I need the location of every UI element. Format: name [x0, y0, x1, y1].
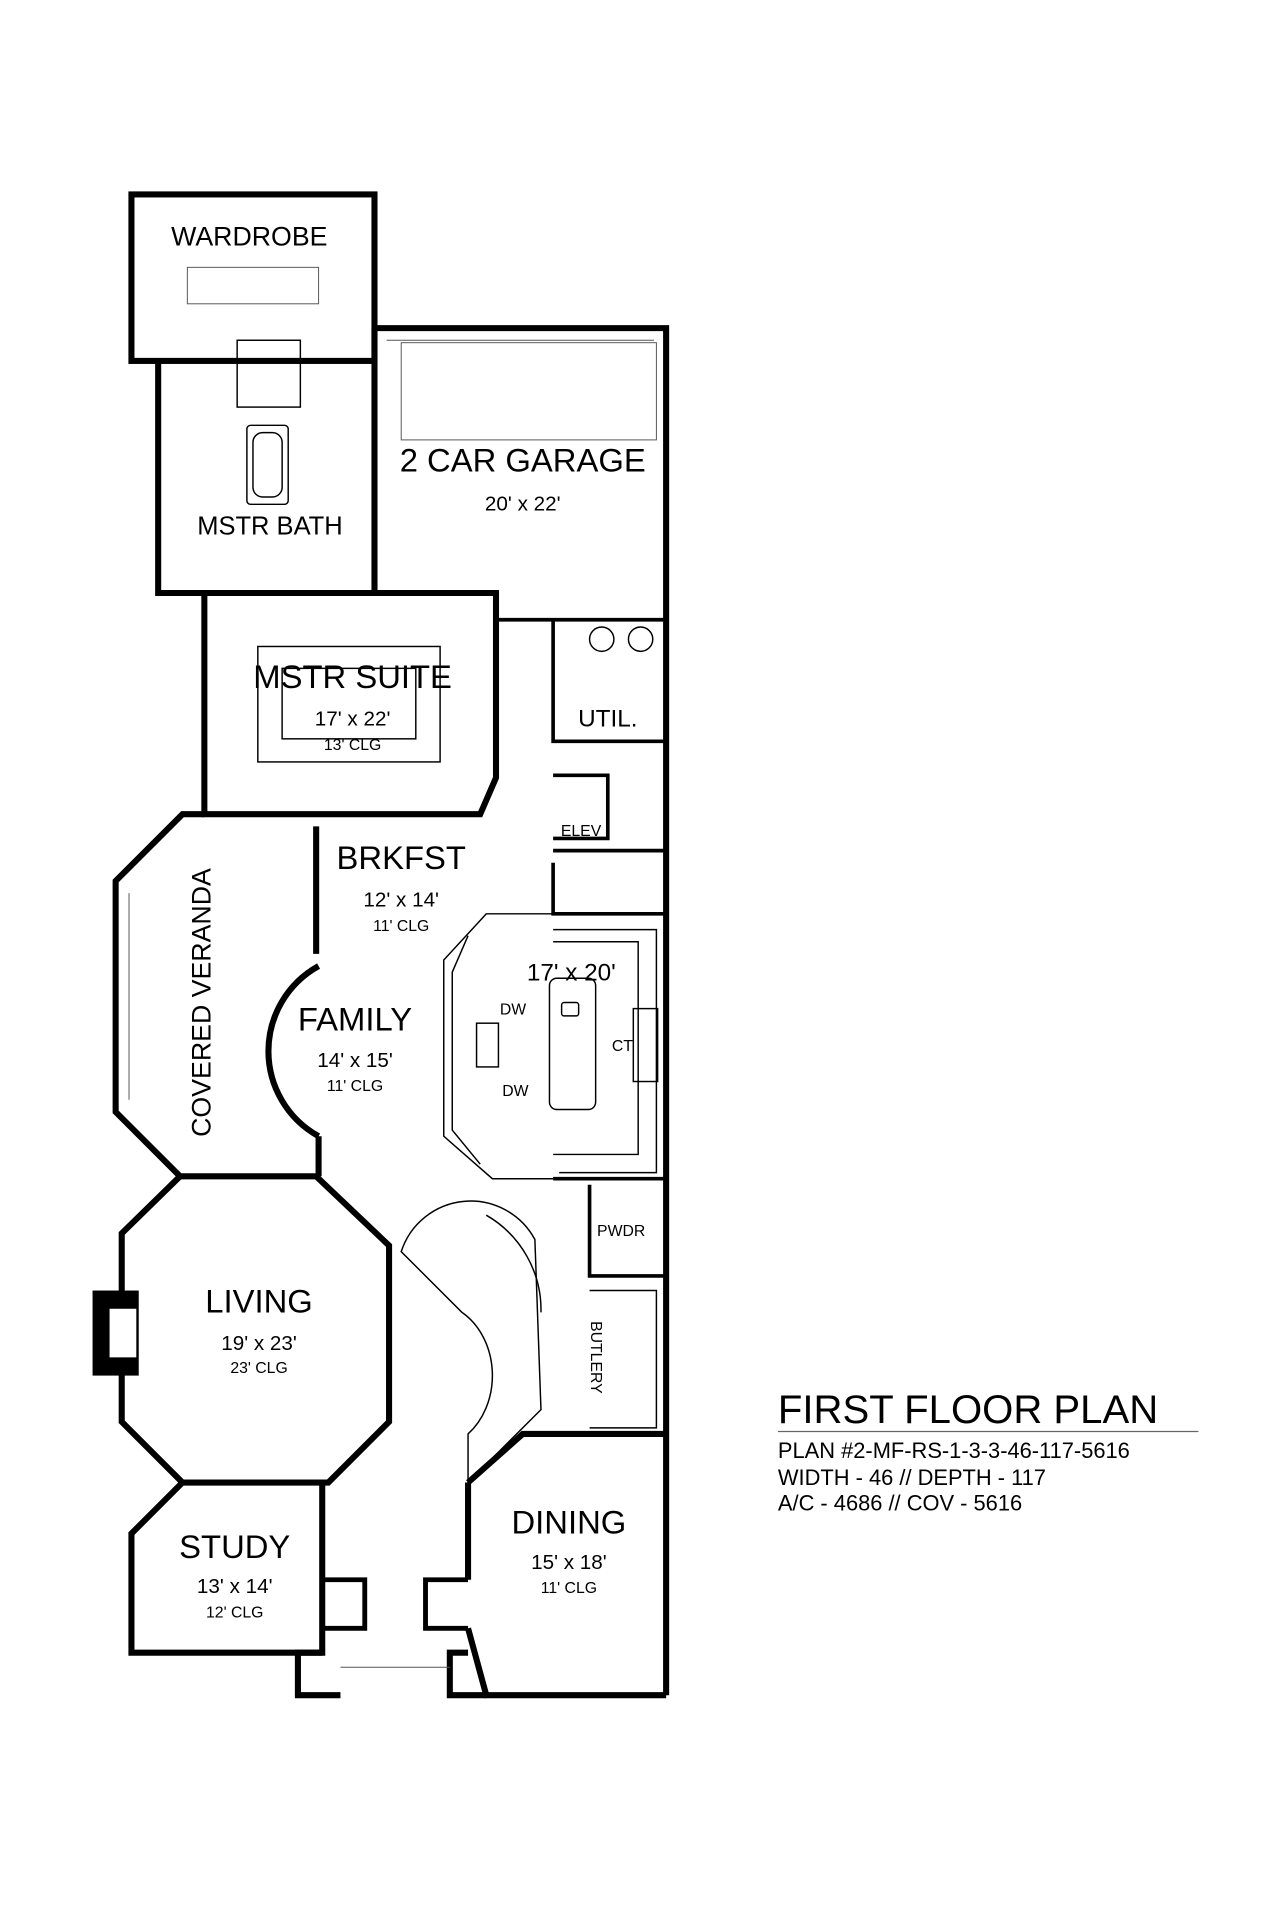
butlery-label: BUTLERY: [587, 1321, 604, 1394]
walls: [92, 191, 670, 1699]
brkfst-clg: 11' CLG: [373, 918, 429, 935]
mstr-suite-clg: 13' CLG: [324, 737, 381, 754]
study-size: 13' x 14': [197, 1575, 273, 1598]
kitchen-size: 17' x 20': [527, 960, 616, 987]
living-label: LIVING: [205, 1282, 313, 1319]
plan-number: PLAN #2-MF-RS-1-3-3-46-117-5616: [778, 1438, 1130, 1463]
util-label: UTIL.: [578, 706, 637, 733]
plan-dimensions: WIDTH - 46 // DEPTH - 117: [778, 1465, 1046, 1490]
garage-label: 2 CAR GARAGE: [400, 441, 646, 478]
title-block: FIRST FLOOR PLAN PLAN #2-MF-RS-1-3-3-46-…: [777, 1388, 1199, 1515]
study-label: STUDY: [179, 1528, 290, 1565]
ct-label: CT: [612, 1038, 633, 1055]
living-clg: 23' CLG: [230, 1360, 287, 1377]
family-size: 14' x 15': [317, 1049, 393, 1072]
family-label: FAMILY: [298, 1000, 412, 1037]
plan-title: FIRST FLOOR PLAN: [778, 1388, 1158, 1432]
dining-size: 15' x 18': [531, 1551, 607, 1574]
wardrobe-label: WARDROBE: [171, 221, 327, 251]
pwdr-label: PWDR: [597, 1223, 645, 1240]
dw-label-1: DW: [500, 1002, 526, 1019]
dw-label-2: DW: [502, 1083, 528, 1100]
plan-area: A/C - 4686 // COV - 5616: [778, 1490, 1022, 1515]
dining-clg: 11' CLG: [541, 1580, 597, 1597]
veranda-label: COVERED VERANDA: [186, 868, 216, 1137]
study-clg: 12' CLG: [206, 1604, 263, 1621]
mstr-bath-label: MSTR BATH: [197, 513, 342, 541]
living-size: 19' x 23': [221, 1332, 297, 1355]
dining-label: DINING: [512, 1504, 627, 1541]
brkfst-size: 12' x 14': [363, 889, 439, 912]
room-labels: WARDROBE 2 CAR GARAGE 20' x 22' MSTR BAT…: [171, 221, 646, 1621]
mstr-suite-size: 17' x 22': [315, 707, 391, 730]
garage-size: 20' x 22': [485, 492, 561, 515]
brkfst-label: BRKFST: [337, 839, 466, 876]
family-clg: 11' CLG: [327, 1078, 383, 1095]
mstr-suite-label: MSTR SUITE: [253, 658, 452, 695]
elev-label: ELEV: [561, 823, 602, 840]
